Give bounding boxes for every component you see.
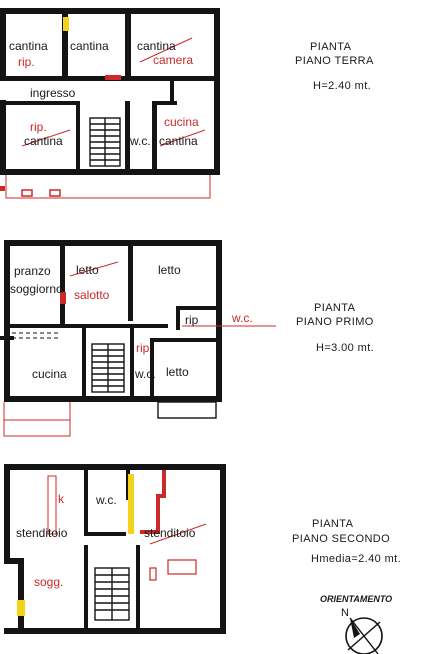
room-label: soggiorno — [10, 282, 63, 296]
compass-icon — [345, 617, 383, 654]
second-floor-plan: w.c. stenditoio stenditoio k sogg. — [4, 464, 226, 634]
red-annotation: rip. — [18, 55, 35, 69]
highlight-mark — [63, 17, 69, 31]
floor-title: PIANTA — [310, 41, 352, 53]
room-label: pranzo — [14, 264, 51, 278]
red-annotation: w.c. — [231, 311, 253, 325]
room-label: rip — [185, 313, 199, 327]
stairs-ground — [89, 117, 121, 167]
room-label: stenditoio — [16, 526, 68, 540]
stairs-second — [94, 567, 130, 621]
room-label: letto — [166, 365, 189, 379]
north-label: N — [341, 607, 349, 619]
first-floor-plan: pranzo soggiorno letto letto rip cucina … — [0, 240, 276, 437]
red-annotation: rip. — [30, 120, 47, 134]
room-label: letto — [76, 263, 99, 277]
stairs-first — [91, 343, 125, 393]
room-label: w.c. — [95, 493, 117, 507]
floor-subtitle: PIANO SECONDO — [292, 533, 390, 545]
title-first: PIANTA PIANO PRIMO H=3.00 mt. — [296, 302, 374, 354]
highlight-mark — [128, 474, 134, 534]
orientation-label: ORIENTAMENTO — [320, 594, 392, 604]
room-label: cantina — [159, 134, 198, 148]
room-label: cantina — [24, 134, 63, 148]
red-annotation: k — [58, 492, 65, 506]
floor-subtitle: PIANO PRIMO — [296, 316, 374, 328]
room-label: cantina — [137, 39, 176, 53]
floor-height: Hmedia=2.40 mt. — [311, 553, 401, 565]
highlight-mark — [17, 600, 25, 616]
red-annotation: sogg. — [34, 575, 63, 589]
red-annotation: salotto — [74, 288, 110, 302]
red-annotation: camera — [153, 53, 193, 67]
orientation-compass: ORIENTAMENTO N — [320, 594, 392, 654]
room-label: w.c. — [129, 134, 151, 148]
title-second: PIANTA PIANO SECONDO Hmedia=2.40 mt. — [292, 518, 401, 565]
red-mark — [105, 75, 121, 80]
red-annotation: cucina — [164, 115, 199, 129]
ground-floor-plan: cantina cantina cantina ingresso cantina… — [0, 8, 220, 199]
room-label: stenditoio — [144, 526, 196, 540]
floor-height: H=2.40 mt. — [313, 80, 371, 92]
room-label: w.c. — [134, 367, 156, 381]
floor-height: H=3.00 mt. — [316, 342, 374, 354]
floor-title: PIANTA — [312, 518, 354, 530]
room-label: letto — [158, 263, 181, 277]
title-ground: PIANTA PIANO TERRA H=2.40 mt. — [295, 41, 374, 92]
room-label: cantina — [9, 39, 48, 53]
floor-subtitle: PIANO TERRA — [295, 55, 374, 67]
room-label: ingresso — [30, 86, 76, 100]
red-annotation: rip — [136, 341, 150, 355]
room-label: cantina — [70, 39, 109, 53]
room-label: cucina — [32, 367, 67, 381]
floor-title: PIANTA — [314, 302, 356, 314]
